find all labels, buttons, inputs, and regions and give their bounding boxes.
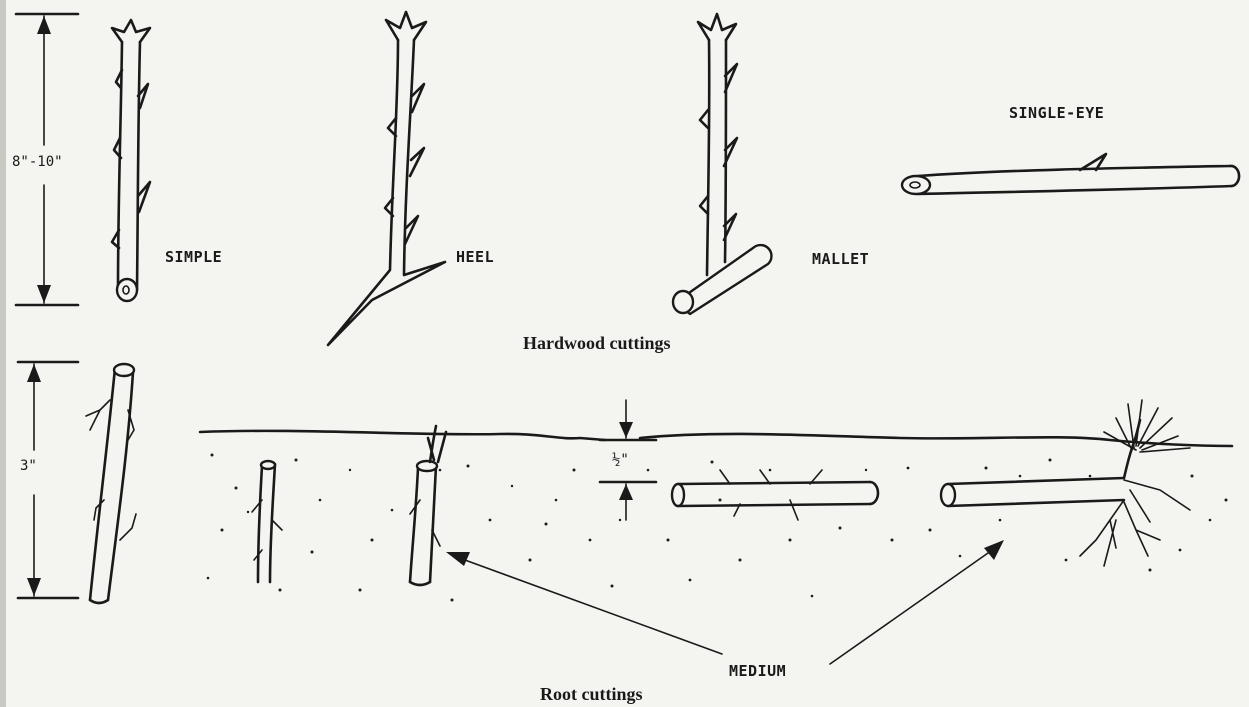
mallet-cutting-drawing <box>673 14 771 314</box>
medium-label: MEDIUM <box>729 662 786 680</box>
root-length-dimension <box>18 362 78 598</box>
buried-root-cutting-upright <box>252 461 282 582</box>
root-cuttings-caption: Root cuttings <box>540 684 643 705</box>
sprouting-root-cutting <box>410 426 446 585</box>
heel-cutting-label: HEEL <box>456 248 494 266</box>
soil-surface-line <box>200 431 1232 446</box>
single-eye-cutting-drawing <box>902 154 1239 194</box>
soil-speckles <box>207 454 1228 602</box>
horizontal-root-cutting-1 <box>672 470 878 520</box>
mallet-cutting-label: MALLET <box>812 250 869 268</box>
horizontal-root-cutting-2 <box>941 400 1190 566</box>
simple-cutting-label: SIMPLE <box>165 248 222 266</box>
heel-cutting-drawing <box>328 12 445 345</box>
single-eye-cutting-label: SINGLE-EYE <box>1009 104 1104 122</box>
planting-depth-label: ½" <box>612 452 629 468</box>
root-cutting-specimen <box>86 364 136 603</box>
simple-cutting-drawing <box>112 20 150 301</box>
hardwood-cuttings-caption: Hardwood cuttings <box>523 333 671 354</box>
hardwood-length-label: 8"-10" <box>12 154 63 170</box>
page-edge-shadow <box>0 0 6 707</box>
root-length-label: 3" <box>20 458 37 474</box>
